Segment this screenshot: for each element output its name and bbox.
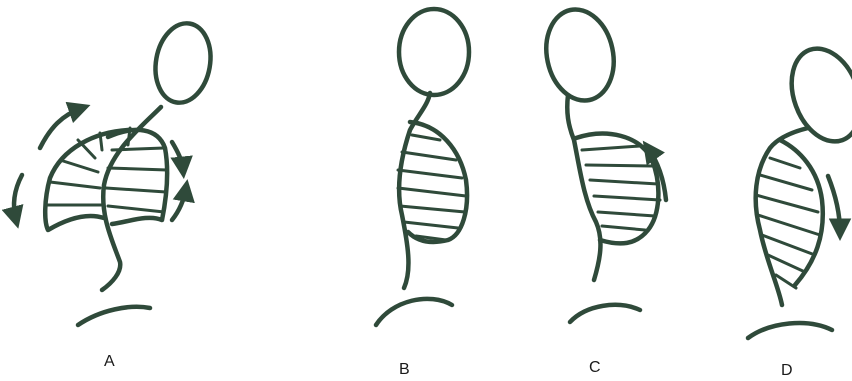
pelvis-arc bbox=[78, 307, 150, 325]
rotation-arrow-top-icon bbox=[40, 108, 82, 148]
rib-lines-right bbox=[106, 128, 167, 212]
panel-b: B bbox=[376, 9, 469, 378]
panel-c: C bbox=[538, 3, 666, 376]
panel-label-c: C bbox=[589, 359, 601, 376]
rotation-arrow-right-up-icon bbox=[172, 188, 186, 220]
spine-line bbox=[567, 95, 600, 280]
head-icon bbox=[149, 19, 216, 107]
panel-a: A bbox=[14, 19, 217, 370]
pelvis-arc bbox=[570, 305, 640, 322]
pelvis-arc bbox=[748, 323, 832, 338]
panel-label-b: B bbox=[399, 361, 410, 378]
head-icon bbox=[399, 9, 469, 95]
chest-hatching bbox=[756, 158, 820, 288]
panel-label-d: D bbox=[781, 362, 793, 379]
rotation-arrow-right-down-icon bbox=[172, 142, 183, 170]
panel-label-a: A bbox=[104, 353, 115, 370]
panel-d: D bbox=[748, 39, 852, 379]
down-arrow-icon bbox=[828, 176, 840, 232]
pelvis-arc bbox=[376, 299, 452, 325]
head-icon bbox=[538, 3, 622, 107]
ribcage-outline-left bbox=[45, 130, 128, 230]
rotation-arrow-left-icon bbox=[14, 175, 22, 220]
